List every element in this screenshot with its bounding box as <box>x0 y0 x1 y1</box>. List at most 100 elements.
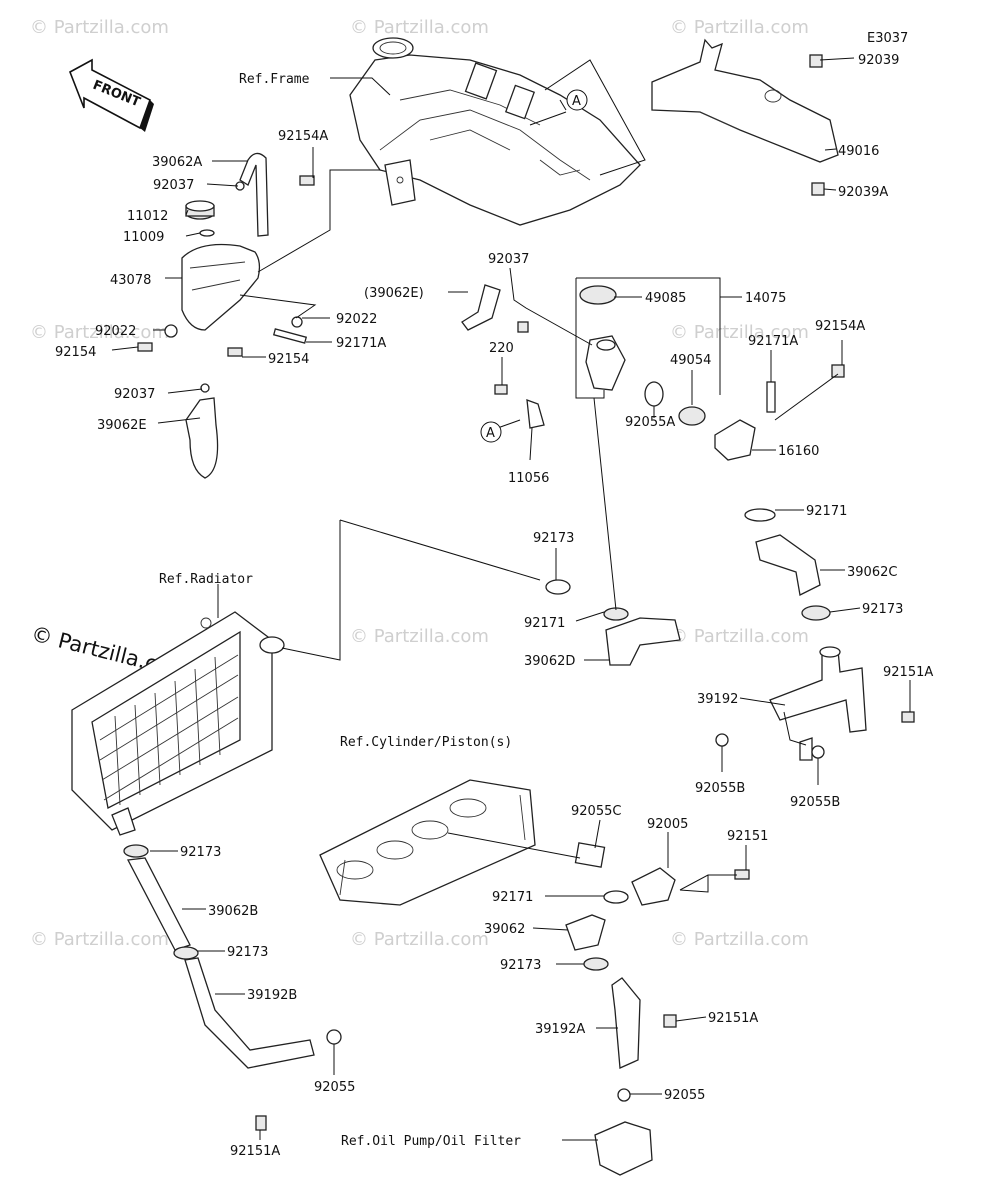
part-label: 92173 <box>227 945 268 960</box>
diagram-code: E3037 <box>867 31 908 46</box>
callout-a-mid: A <box>480 421 502 443</box>
part-label: 49085 <box>645 291 686 306</box>
hose-39062E-ref <box>461 284 501 331</box>
clamp-92173-left-b <box>173 946 199 960</box>
watermark: © Partzilla.com <box>30 929 169 950</box>
part-label: 92173 <box>180 845 221 860</box>
part-label: 92173 <box>862 602 903 617</box>
part-label: 16160 <box>778 444 819 459</box>
part-label: 49054 <box>670 353 711 368</box>
band-92171A <box>272 328 308 344</box>
svg-text:A: A <box>572 94 581 109</box>
reservoir-tank-43078 <box>181 200 261 331</box>
hose-39062E <box>185 397 219 479</box>
part-label: 92151A <box>708 1011 758 1026</box>
part-label: 92055 <box>664 1088 705 1103</box>
part-label: 92022 <box>336 312 377 327</box>
part-label: 92171 <box>524 616 565 631</box>
part-label: 92055B <box>790 795 840 810</box>
svg-text:A: A <box>486 426 495 441</box>
part-label: 92171A <box>748 334 798 349</box>
watermark: © Partzilla.com <box>670 17 809 38</box>
gasket-92055C <box>574 842 606 868</box>
bolt-92154-b <box>227 347 243 357</box>
band-92171A-right <box>766 381 776 413</box>
thermostat-group <box>494 285 845 461</box>
washer-92022-b <box>291 316 303 328</box>
part-label: 39192 <box>697 692 738 707</box>
watermark: © Partzilla.com <box>30 322 169 343</box>
ref-oil-pump-label: Ref.Oil Pump/Oil Filter <box>341 1134 521 1149</box>
part-label: (39062E) <box>364 286 424 301</box>
clamp-92173-low <box>583 957 609 971</box>
part-label: 39062A <box>152 155 202 170</box>
part-label: 39192B <box>247 988 297 1003</box>
part-label: 92055C <box>571 804 621 819</box>
part-labels: 92039 49016 92039A 92154A 39062A 92037 1… <box>55 53 933 1159</box>
watermark: © Partzilla.com <box>670 322 809 343</box>
part-label: 92039 <box>858 53 899 68</box>
ref-radiator-label: Ref.Radiator <box>159 572 253 587</box>
clamp-92173 <box>801 605 831 621</box>
bolt-92151A-left <box>255 1115 267 1131</box>
part-label: 11009 <box>123 230 164 245</box>
watermark: © Partzilla.com <box>30 17 169 38</box>
bolt-92151A-low <box>663 1014 677 1028</box>
pipe-39192 <box>715 646 915 761</box>
part-label: 92151A <box>883 665 933 680</box>
hose-39062 <box>565 914 606 951</box>
fitting-92005 <box>631 867 676 906</box>
clamp-92171 <box>744 508 776 522</box>
part-label: 92151A <box>230 1144 280 1159</box>
bolt-92039 <box>809 54 823 68</box>
part-label: 92171 <box>806 504 847 519</box>
part-label: 92154 <box>268 352 309 367</box>
pipe-39192B <box>184 957 315 1069</box>
hose-39062D <box>605 617 681 666</box>
watermark: © Partzilla.com <box>350 626 489 647</box>
part-label: 220 <box>489 341 514 356</box>
watermark: © Partzilla.com <box>670 929 809 950</box>
part-label: 49016 <box>838 144 879 159</box>
watermark: © Partzilla.com <box>350 17 489 38</box>
bolt-92151 <box>734 869 750 880</box>
frame-part <box>349 37 641 226</box>
clamp-92173-left <box>123 844 149 858</box>
part-label: 92037 <box>114 387 155 402</box>
clamp-92037-lower <box>200 383 210 393</box>
oil-pump-part <box>594 1121 653 1176</box>
part-label: 92173 <box>500 958 541 973</box>
part-label: 39062E <box>97 418 147 433</box>
part-label: 92173 <box>533 531 574 546</box>
part-label: 39192A <box>535 1022 585 1037</box>
bolt-92154 <box>137 342 153 352</box>
callout-a-top: A <box>566 89 588 111</box>
part-label: 92055A <box>625 415 675 430</box>
part-label: 92005 <box>647 817 688 832</box>
clamp-92173-mid <box>545 579 571 595</box>
oring-92055-left <box>326 1029 342 1045</box>
clamp-92171-low <box>603 890 629 904</box>
part-label: 43078 <box>110 273 151 288</box>
part-label: 39062C <box>847 565 897 580</box>
part-label: 92154 <box>55 345 96 360</box>
front-arrow-icon: FRONT <box>68 58 154 132</box>
washer-92022 <box>164 324 178 338</box>
nut-92039A <box>811 182 825 196</box>
part-label: 11056 <box>508 471 549 486</box>
part-label: 92039A <box>838 185 888 200</box>
cylinder-block-part <box>319 779 536 906</box>
part-label: 92037 <box>153 178 194 193</box>
watermark: © Partzilla.com <box>670 626 809 647</box>
part-label: 92055B <box>695 781 745 796</box>
hose-39062A <box>239 152 269 237</box>
oring-92055-low <box>617 1088 631 1102</box>
cover-part-49016 <box>651 38 839 163</box>
part-label: 11012 <box>127 209 168 224</box>
watermark: © Partzilla.com <box>350 929 489 950</box>
ref-frame-label: Ref.Frame <box>239 72 310 87</box>
hose-39062B <box>126 857 191 951</box>
part-label: 39062 <box>484 922 525 937</box>
hose-39062C <box>755 534 821 596</box>
